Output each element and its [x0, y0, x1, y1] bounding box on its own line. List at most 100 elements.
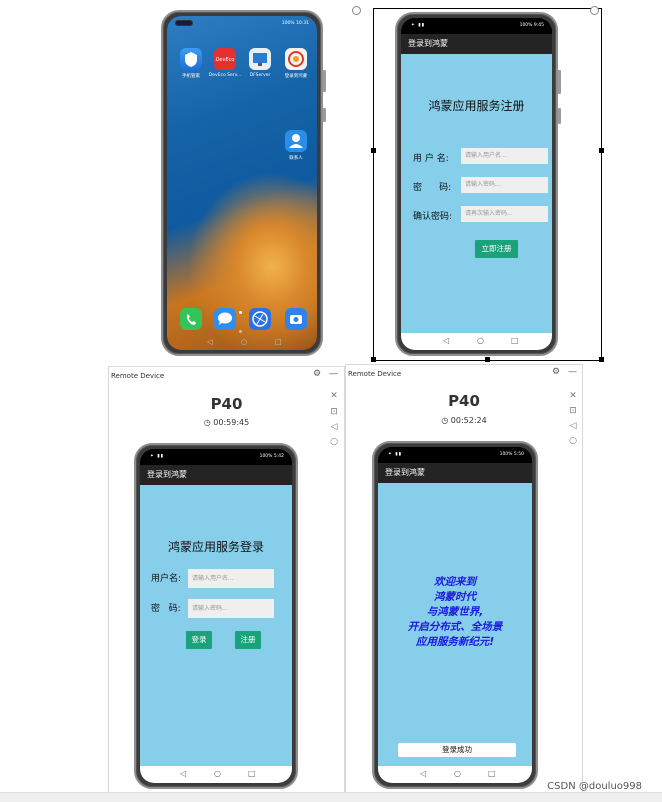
home-nav-icon[interactable]: ○ — [477, 336, 484, 345]
back-nav-icon[interactable]: ◁ — [180, 769, 187, 778]
camera-icon[interactable] — [285, 308, 307, 330]
register-button[interactable]: 注册 — [235, 631, 261, 649]
deveco-app-icon[interactable]: DevEco — [214, 48, 236, 70]
close-icon[interactable]: ✕ — [330, 391, 338, 401]
login-button[interactable]: 登录 — [186, 631, 212, 649]
register-app-bar-title: 登录到鸿蒙 — [401, 34, 552, 54]
screenshot-icon[interactable]: ⊡ — [569, 406, 577, 416]
dfserver-app-icon[interactable] — [249, 48, 271, 70]
rotate-handle[interactable] — [352, 6, 361, 15]
home-gesture-bar: ◁ ○ □ — [167, 336, 317, 350]
signal-icon: ✦ ▮▮ — [388, 452, 403, 457]
svg-text:DevEco: DevEco — [216, 57, 235, 63]
confirm-password-input[interactable]: 请再次输入密码... — [461, 206, 548, 222]
welcome-line: 应用服务新纪元! — [415, 636, 495, 648]
browser-icon[interactable] — [249, 308, 271, 330]
phone-side-button — [558, 70, 561, 94]
login-status-right: 100% 5:42 — [259, 454, 284, 459]
password-label: 密 码: — [151, 604, 181, 614]
welcome-screen: ✦ ▮▮ 100% 5:50 登录到鸿蒙 欢迎来到 鸿蒙时代 与鸿蒙世界, 开启… — [378, 447, 532, 783]
app-label: 联系人 — [289, 156, 303, 161]
app-label: DFServer — [249, 73, 271, 78]
page-indicator — [239, 299, 249, 333]
signal-icon: ✦ ▮▮ — [411, 23, 426, 28]
home-circle-icon[interactable]: ○ — [569, 436, 577, 446]
register-nav-bar: ◁ ○ □ — [401, 333, 552, 350]
username-input[interactable]: 请输入用户名... — [461, 148, 548, 164]
phone-side-button — [323, 108, 326, 122]
bottom-strip — [0, 792, 662, 802]
panel-window-title: Remote Device — [348, 370, 402, 378]
phone-icon[interactable] — [180, 308, 202, 330]
settings-icon[interactable]: ⚙ — [313, 369, 322, 379]
recent-nav-icon[interactable]: □ — [511, 336, 519, 345]
welcome-phone-frame: ✦ ▮▮ 100% 5:50 登录到鸿蒙 欢迎来到 鸿蒙时代 与鸿蒙世界, 开启… — [372, 441, 538, 789]
messages-icon[interactable] — [214, 308, 236, 330]
login-screen: ✦ ▮▮ 100% 5:42 登录到鸿蒙 鸿蒙应用服务登录 用户名: 请输入用户… — [140, 449, 292, 783]
login-phone-frame: ✦ ▮▮ 100% 5:42 登录到鸿蒙 鸿蒙应用服务登录 用户名: 请输入用户… — [134, 443, 298, 789]
login-success-toast: 登录成功 — [398, 743, 516, 757]
rotate-handle[interactable] — [590, 6, 599, 15]
recent-nav-icon[interactable]: □ — [488, 769, 496, 778]
home-phone-frame: 100% 10:31 手机管家 DevEco DevEco Serv... DF… — [161, 10, 323, 356]
panel-window-title: Remote Device — [111, 372, 165, 380]
welcome-message: 欢迎来到 鸿蒙时代 与鸿蒙世界, 开启分布式、全场景 应用服务新纪元! — [378, 575, 532, 650]
back-icon[interactable]: ◁ — [569, 421, 577, 431]
selection-handle[interactable] — [485, 357, 490, 362]
screenshot-icon[interactable]: ⊡ — [330, 407, 338, 417]
welcome-status-right: 100% 5:50 — [499, 452, 524, 457]
device-name: P40 — [210, 395, 243, 413]
selection-handle[interactable] — [599, 357, 604, 362]
remote-device-panel-login: Remote Device ⚙ — P40 ◷ 00:59:45 ✕ ⊡ ◁ ○… — [108, 366, 345, 796]
selection-handle[interactable] — [599, 148, 604, 153]
minimize-icon[interactable]: — — [568, 367, 577, 377]
phone-side-button — [323, 70, 326, 92]
welcome-app-bar-title: 登录到鸿蒙 — [378, 463, 532, 483]
remote-device-panel-welcome: Remote Device ⚙ — P40 ◷ 00:52:24 ✕ ⊡ ◁ ○… — [345, 364, 583, 796]
minimize-icon[interactable]: — — [329, 369, 338, 379]
password-input[interactable]: 请输入密码... — [461, 177, 548, 193]
harmony-login-app-icon[interactable] — [285, 48, 307, 70]
home-nav-icon[interactable]: ○ — [214, 769, 221, 778]
welcome-line: 鸿蒙时代 — [434, 591, 476, 603]
login-nav-bar: ◁ ○ □ — [140, 766, 292, 783]
back-nav-icon[interactable]: ◁ — [207, 338, 213, 346]
register-screen: ✦ ▮▮ 100% 9:45 登录到鸿蒙 鸿蒙应用服务注册 用 户 名: 请输入… — [401, 18, 552, 350]
welcome-line: 欢迎来到 — [434, 576, 476, 588]
device-timer: ◷ 00:59:45 — [203, 418, 250, 427]
register-status-right: 100% 9:45 — [519, 23, 544, 28]
welcome-status-bar: ✦ ▮▮ 100% 5:50 — [378, 447, 532, 463]
contacts-app-icon[interactable] — [285, 130, 307, 152]
login-title: 鸿蒙应用服务登录 — [167, 540, 264, 554]
register-content: 鸿蒙应用服务注册 用 户 名: 请输入用户名... 密 码: 请输入密码... … — [401, 54, 552, 333]
back-nav-icon[interactable]: ◁ — [443, 336, 450, 345]
home-screen: 100% 10:31 手机管家 DevEco DevEco Serv... DF… — [167, 16, 317, 350]
password-input[interactable]: 请输入密码... — [188, 599, 274, 618]
password-label: 密 码: — [413, 183, 452, 193]
shield-app-icon[interactable] — [180, 48, 202, 70]
login-status-bar: ✦ ▮▮ 100% 5:42 — [140, 449, 292, 465]
device-name: P40 — [448, 392, 480, 410]
timer-icon: ◷ — [441, 416, 449, 425]
login-content: 鸿蒙应用服务登录 用户名: 请输入用户名... 密 码: 请输入密码... 登录… — [140, 485, 292, 766]
recent-nav-icon[interactable]: □ — [248, 769, 256, 778]
home-nav-icon[interactable]: ○ — [241, 338, 248, 346]
welcome-nav-bar: ◁ ○ □ — [378, 766, 532, 783]
home-circle-icon[interactable]: ○ — [330, 437, 338, 447]
timer-icon: ◷ — [203, 418, 211, 427]
username-label: 用 户 名: — [413, 154, 449, 164]
recent-nav-icon[interactable]: □ — [275, 338, 282, 346]
back-icon[interactable]: ◁ — [330, 422, 338, 432]
username-input[interactable]: 请输入用户名... — [188, 569, 274, 588]
back-nav-icon[interactable]: ◁ — [420, 769, 427, 778]
selection-handle[interactable] — [371, 357, 376, 362]
csdn-watermark: CSDN @douluo998 — [547, 781, 642, 792]
register-submit-button[interactable]: 立即注册 — [475, 240, 518, 258]
signal-icon: ✦ ▮▮ — [150, 454, 165, 459]
close-icon[interactable]: ✕ — [569, 391, 577, 401]
home-wallpaper — [167, 16, 317, 350]
home-nav-icon[interactable]: ○ — [454, 769, 461, 778]
selection-handle[interactable] — [371, 148, 376, 153]
settings-icon[interactable]: ⚙ — [552, 367, 561, 377]
front-camera-icon — [175, 20, 193, 26]
